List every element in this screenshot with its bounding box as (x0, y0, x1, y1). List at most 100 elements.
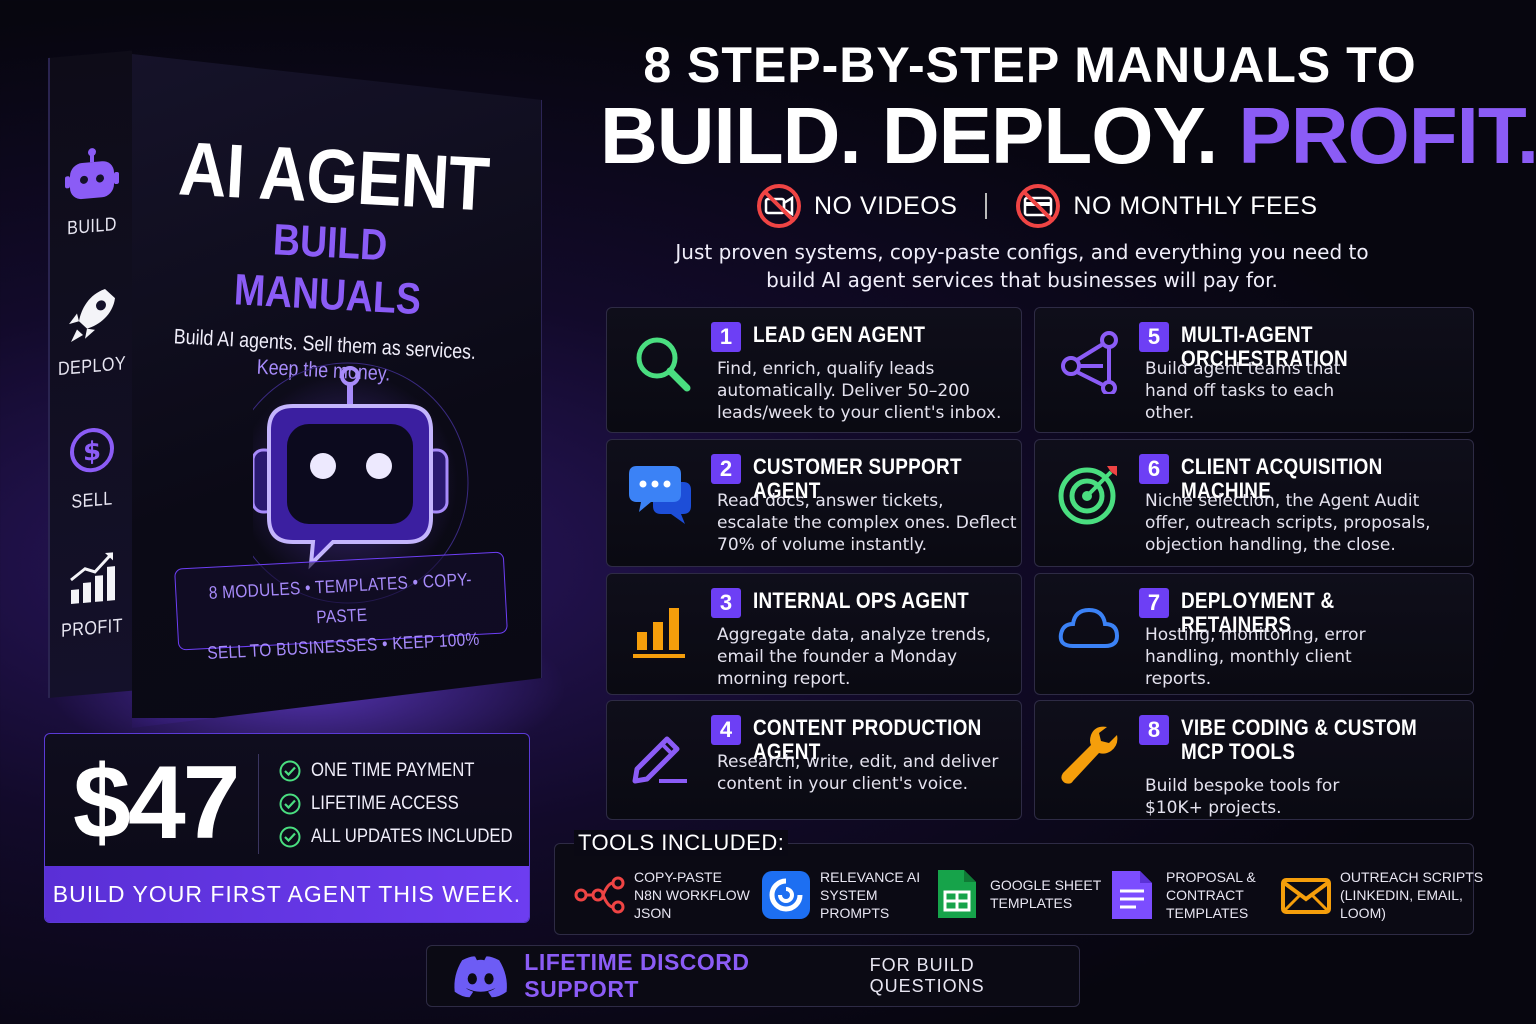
check-circle-icon (279, 793, 301, 814)
module-card-4[interactable]: 4 CONTENT PRODUCTION AGENT Research, wri… (606, 700, 1022, 820)
tool-item-outreach: OUTREACH SCRIPTS (LINKEDIN, EMAIL, LOOM) (1280, 868, 1483, 922)
spine-label: DEPLOY (57, 353, 127, 381)
bar-chart-icon (633, 608, 685, 658)
module-card-2[interactable]: 2 CUSTOMER SUPPORT AGENT Read docs, answ… (606, 439, 1022, 567)
module-card-5[interactable]: 5 MULTI-AGENT ORCHESTRATION Build agent … (1034, 307, 1474, 433)
module-number: 4 (711, 715, 741, 745)
box-spine: BUILD DEPLOY $ SELL P (48, 50, 134, 699)
tool-label: RELEVANCE AI SYSTEM PROMPTS (820, 869, 921, 921)
perk-item: ALL UPDATES INCLUDED (279, 820, 529, 853)
module-title: INTERNAL OPS AGENT (753, 588, 969, 613)
module-number: 7 (1139, 588, 1169, 618)
box-tags: 8 MODULES • TEMPLATES • COPY-PASTE SELL … (174, 551, 508, 663)
spine-label: BUILD (67, 213, 117, 240)
tool-label: GOOGLE SHEET TEMPLATES (990, 877, 1102, 911)
module-title: CONTENT PRODUCTION AGENT (753, 715, 982, 764)
tools-heading: TOOLS INCLUDED: (574, 830, 789, 856)
module-number: 2 (711, 454, 741, 484)
subtext-line2: build AI agent services that businesses … (766, 268, 1278, 292)
n8n-workflow-icon (574, 876, 625, 914)
no-videos-label: NO VIDEOS (814, 191, 958, 220)
module-desc: Build agent teams that hand off tasks to… (1145, 359, 1341, 423)
perk-label: ALL UPDATES INCLUDED (311, 825, 513, 847)
box-title-block: AI AGENT BUILD MANUALS Build AI agents. … (143, 126, 515, 393)
perk-item: ONE TIME PAYMENT (279, 754, 529, 787)
spine-item-deploy: DEPLOY (50, 282, 134, 381)
envelope-icon (1281, 878, 1331, 914)
module-card-7[interactable]: 7 DEPLOYMENT & RETAINERS Hosting, monito… (1034, 573, 1474, 695)
price-divider (258, 754, 259, 854)
module-desc: Build bespoke tools for $10K+ projects. (1145, 776, 1340, 818)
perks-list: ONE TIME PAYMENT LIFETIME ACCESS ALL UPD… (279, 754, 529, 853)
module-desc: Read docs, answer tickets, escalate the … (717, 491, 1017, 555)
tool-item-proposal: PROPOSAL & CONTRACT TEMPLATES (1106, 868, 1256, 922)
no-features-row: NO VIDEOS NO MONTHLY FEES (756, 182, 1318, 230)
check-circle-icon (279, 760, 301, 781)
glowing-robot-icon (253, 362, 469, 604)
target-icon (1058, 466, 1117, 525)
spine-label: SELL (71, 488, 113, 513)
module-title: CUSTOMER SUPPORT AGENT (753, 454, 962, 503)
headline-white: BUILD. DEPLOY. (600, 91, 1218, 180)
module-desc: Find, enrich, qualify leads automaticall… (717, 359, 1002, 423)
module-card-1[interactable]: 1 LEAD GEN AGENT Find, enrich, qualify l… (606, 307, 1022, 433)
perk-label: ONE TIME PAYMENT (311, 759, 475, 781)
product-box: BUILD DEPLOY $ SELL P (48, 38, 568, 778)
discord-highlight: LIFETIME DISCORD SUPPORT (524, 949, 750, 1002)
box-subtitle: BUILD MANUALS (232, 215, 423, 325)
module-title: CLIENT ACQUISITION MACHINE (1181, 454, 1383, 503)
no-videos: NO VIDEOS (756, 183, 957, 229)
pencil-icon (632, 736, 687, 784)
module-title: DEPLOYMENT & RETAINERS (1181, 588, 1335, 637)
spine-item-build: BUILD (50, 142, 134, 241)
module-desc: Niche selection, the Agent Audit offer, … (1145, 491, 1431, 555)
perk-label: LIFETIME ACCESS (311, 792, 459, 814)
tool-label: PROPOSAL & CONTRACT TEMPLATES (1166, 869, 1256, 921)
subtext: Just proven systems, copy-paste configs,… (640, 238, 1404, 294)
spine-item-profit: PROFIT (50, 544, 134, 643)
check-circle-icon (279, 826, 301, 847)
price-panel: $47 ONE TIME PAYMENT LIFETIME ACCESS ALL… (44, 733, 530, 923)
module-desc: Research, write, edit, and deliver conte… (717, 752, 999, 794)
no-fees: NO MONTHLY FEES (1015, 183, 1317, 229)
spine-item-sell: $ SELL (50, 416, 134, 515)
headline-accent: PROFIT. (1238, 91, 1536, 180)
growth-chart-icon (70, 552, 115, 604)
dollar-icon: $ (70, 428, 114, 473)
module-desc: Aggregate data, analyze trends, email th… (717, 625, 991, 689)
module-number: 6 (1139, 454, 1169, 484)
tool-item-relevance: RELEVANCE AI SYSTEM PROMPTS (760, 868, 920, 922)
document-icon (1112, 871, 1152, 919)
chat-icon (629, 466, 691, 524)
rocket-icon (69, 289, 115, 342)
subtext-line1: Just proven systems, copy-paste configs,… (675, 240, 1369, 264)
search-icon (636, 337, 691, 392)
no-separator (985, 193, 988, 219)
wrench-icon (1061, 726, 1118, 784)
module-number: 3 (711, 588, 741, 618)
perk-item: LIFETIME ACCESS (279, 787, 529, 820)
tool-item-n8n: COPY-PASTE N8N WORKFLOW JSON (574, 868, 750, 922)
module-title: MULTI-AGENT ORCHESTRATION (1181, 322, 1348, 371)
discord-support-banner[interactable]: LIFETIME DISCORD SUPPORT FOR BUILD QUEST… (426, 945, 1080, 1007)
module-title: VIBE CODING & CUSTOM MCP TOOLS (1181, 715, 1418, 764)
module-card-6[interactable]: 6 CLIENT ACQUISITION MACHINE Niche selec… (1034, 439, 1474, 567)
tool-item-sheets: GOOGLE SHEET TEMPLATES (930, 868, 1101, 920)
relevance-ai-icon (762, 871, 810, 919)
price-cta-banner[interactable]: BUILD YOUR FIRST AGENT THIS WEEK. (45, 866, 529, 922)
module-card-8[interactable]: 8 VIBE CODING & CUSTOM MCP TOOLS Build b… (1034, 700, 1474, 820)
cloud-icon (1058, 607, 1120, 648)
google-sheets-icon (938, 870, 976, 918)
svg-text:$: $ (83, 436, 101, 468)
discord-icon (454, 956, 507, 998)
no-video-icon (757, 184, 801, 228)
module-number: 8 (1139, 715, 1169, 745)
module-title: LEAD GEN AGENT (753, 322, 926, 347)
robot-icon (65, 148, 119, 200)
module-number: 1 (711, 322, 741, 352)
headline-line1: 8 STEP-BY-STEP MANUALS TO (643, 37, 1417, 93)
no-fees-label: NO MONTHLY FEES (1073, 191, 1318, 220)
discord-rest: FOR BUILD QUESTIONS (869, 955, 985, 996)
module-card-3[interactable]: 3 INTERNAL OPS AGENT Aggregate data, ana… (606, 573, 1022, 695)
tool-label: COPY-PASTE N8N WORKFLOW JSON (634, 869, 750, 921)
